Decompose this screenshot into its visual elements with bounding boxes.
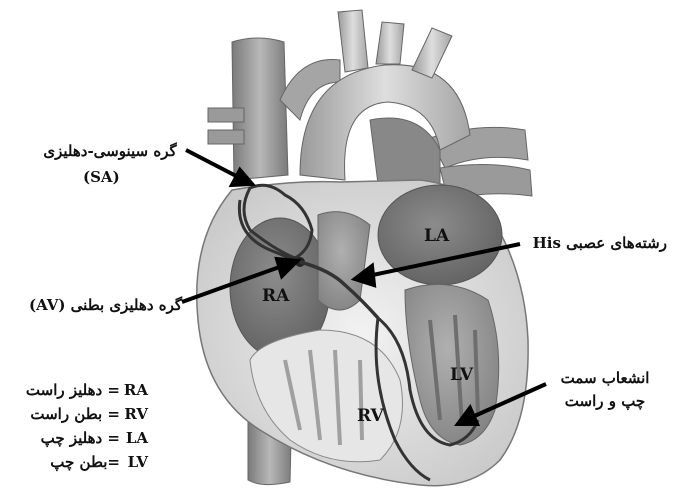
aortic-branch — [376, 22, 404, 64]
bundle-branches-label-2: چپ و راست — [550, 394, 660, 409]
legend-text: =بطن چپ — [50, 453, 120, 471]
legend-text: = دهلیز چپ — [41, 429, 120, 447]
his-bundle-label: رشته‌های عصبی His — [522, 236, 667, 251]
sa-node-label: گره سینوسی-دهلیزی — [30, 144, 190, 159]
chamber-label-la: LA — [424, 228, 449, 245]
aortic-branch — [412, 28, 452, 78]
legend-text: = دهلیز راست — [26, 381, 120, 399]
chamber-label-rv: RV — [357, 408, 384, 425]
av-node-label: گره دهلیزی بطنی (AV) — [4, 298, 182, 313]
legend-abbr: RA — [124, 381, 148, 399]
aortic-branch — [338, 10, 368, 72]
pulmonary-vein-stub — [208, 130, 244, 144]
sa-node-abbr: (SA) — [83, 170, 120, 185]
chamber-label-lv: LV — [450, 367, 473, 384]
chamber-label-ra: RA — [262, 288, 289, 305]
legend-abbr: RV — [124, 405, 148, 423]
legend-abbr: LV — [128, 453, 148, 471]
bundle-branches-label: انشعاب سمت — [550, 371, 660, 386]
legend-abbr: LA — [126, 429, 148, 447]
pulmonary-vein-stub — [208, 108, 244, 122]
legend-text: = بطن راست — [30, 405, 120, 423]
